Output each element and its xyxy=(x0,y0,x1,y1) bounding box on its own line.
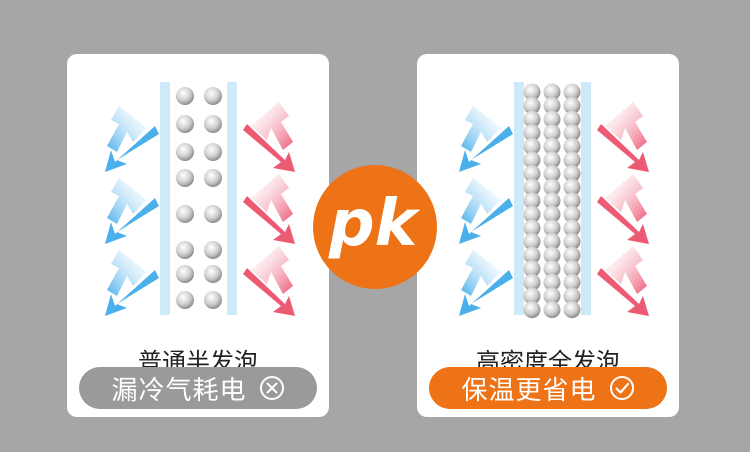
left-badge-text: 漏冷气耗电 xyxy=(111,375,247,406)
foam-bubble xyxy=(563,219,581,237)
foam-bubble xyxy=(543,273,561,291)
foam-bubble xyxy=(523,205,541,223)
foam-bubble xyxy=(523,192,541,210)
right-foam-bubbles xyxy=(523,83,581,319)
foam-bubble xyxy=(563,233,581,251)
circle-x-icon xyxy=(259,376,284,400)
foam-bubble xyxy=(563,97,581,115)
right-badge-text: 保温更省电 xyxy=(461,375,597,406)
foam-bubble xyxy=(523,97,541,115)
foam-bubble xyxy=(563,124,581,142)
foam-bubble xyxy=(563,110,581,128)
circle-check-icon xyxy=(609,376,634,400)
foam-bubble xyxy=(523,273,541,291)
foam-bubble xyxy=(523,151,541,169)
left-foam-bubbles xyxy=(176,87,222,309)
foam-bubble xyxy=(543,246,561,264)
foam-bubble xyxy=(563,287,581,305)
foam-bubble xyxy=(543,301,561,319)
foam-bubble xyxy=(523,165,541,183)
foam-bubble xyxy=(563,137,581,155)
foam-bubble xyxy=(543,83,561,101)
foam-bubble xyxy=(563,260,581,278)
foam-bubble xyxy=(523,233,541,251)
right-foam-illustration xyxy=(459,82,649,319)
foam-bubble xyxy=(563,192,581,210)
foam-bubble xyxy=(523,137,541,155)
foam-bubble xyxy=(523,260,541,278)
right-comparison-card: 高密度全发泡 保温更省电 xyxy=(417,54,679,417)
foam-bubble xyxy=(543,287,561,305)
right-outer-wall xyxy=(581,82,591,315)
foam-bubble xyxy=(563,151,581,169)
foam-bubble xyxy=(563,165,581,183)
right-status-badge: 保温更省电 xyxy=(429,367,667,409)
foam-bubble xyxy=(563,301,581,319)
foam-bubble xyxy=(543,192,561,210)
foam-bubble xyxy=(523,287,541,305)
foam-bubble xyxy=(563,178,581,196)
pk-badge: pk xyxy=(313,165,437,289)
left-foam-illustration xyxy=(105,82,295,316)
foam-bubble xyxy=(543,233,561,251)
foam-bubble xyxy=(543,124,561,142)
foam-bubble xyxy=(523,301,541,319)
foam-bubble xyxy=(543,97,561,115)
foam-bubble xyxy=(563,273,581,291)
right-inner-wall xyxy=(514,82,524,315)
pk-badge-text: pk xyxy=(328,187,418,261)
foam-bubble xyxy=(523,246,541,264)
foam-bubble xyxy=(543,178,561,196)
foam-bubble xyxy=(523,219,541,237)
right-warm-arrows xyxy=(597,102,649,316)
foam-bubble xyxy=(523,110,541,128)
left-status-badge: 漏冷气耗电 xyxy=(79,367,317,409)
foam-bubble xyxy=(543,260,561,278)
foam-bubble xyxy=(523,83,541,101)
left-comparison-card: 普通半发泡 漏冷气耗电 xyxy=(67,54,329,417)
left-outer-wall xyxy=(227,82,237,315)
foam-bubble xyxy=(563,246,581,264)
foam-bubble xyxy=(543,137,561,155)
foam-bubble xyxy=(523,124,541,142)
foam-bubble xyxy=(543,165,561,183)
foam-bubble xyxy=(563,205,581,223)
foam-bubble xyxy=(563,83,581,101)
left-inner-wall xyxy=(160,82,170,315)
foam-bubble xyxy=(543,219,561,237)
foam-bubble xyxy=(543,110,561,128)
foam-bubble xyxy=(523,178,541,196)
foam-bubble xyxy=(543,151,561,169)
left-cold-arrows xyxy=(105,106,159,316)
left-warm-arrows xyxy=(243,102,295,316)
right-cold-arrows xyxy=(459,106,513,316)
foam-bubble xyxy=(543,205,561,223)
